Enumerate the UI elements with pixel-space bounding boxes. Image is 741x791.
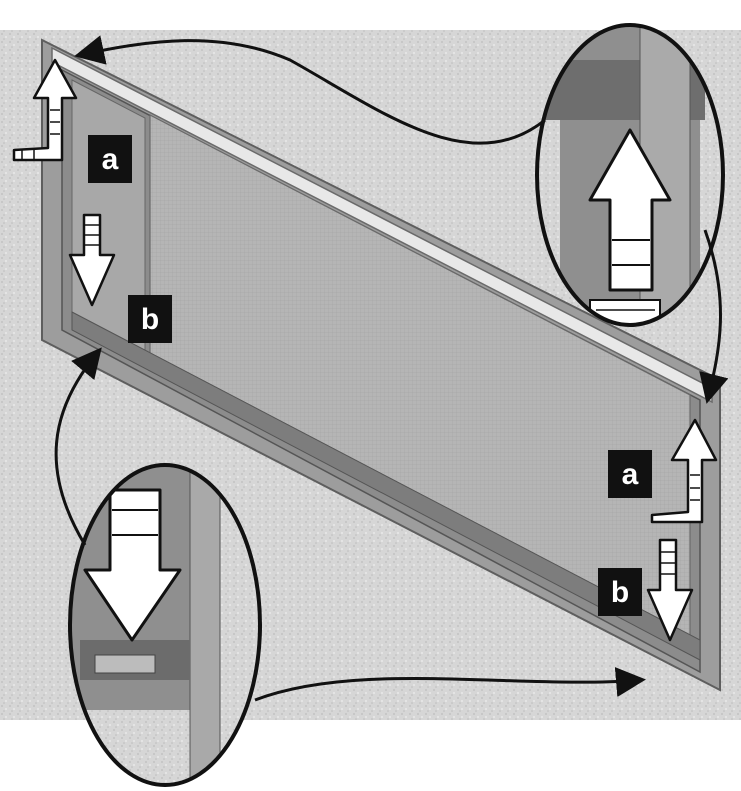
detail-magnifier-bottom: [68, 463, 262, 787]
down-arrow-icon: [646, 538, 694, 642]
up-arrow-icon: [650, 418, 718, 524]
curved-arrow-icon: [54, 347, 102, 546]
curved-arrow-icon: [254, 667, 646, 702]
bottom-rail: [71, 311, 701, 661]
label-text: a: [622, 458, 639, 491]
curved-arrow-icon: [699, 229, 729, 404]
label-a-right: a: [608, 450, 652, 498]
curved-arrow-icon: [74, 35, 546, 145]
label-text: b: [141, 303, 159, 336]
label-text: a: [102, 143, 119, 176]
label-a-left: a: [88, 135, 132, 183]
up-arrow-icon: [12, 58, 78, 162]
label-b-left: b: [128, 295, 172, 343]
detail-magnifier-top: [535, 23, 725, 327]
label-b-right: b: [598, 568, 642, 616]
label-text: b: [611, 576, 629, 609]
down-arrow-icon: [68, 213, 116, 307]
